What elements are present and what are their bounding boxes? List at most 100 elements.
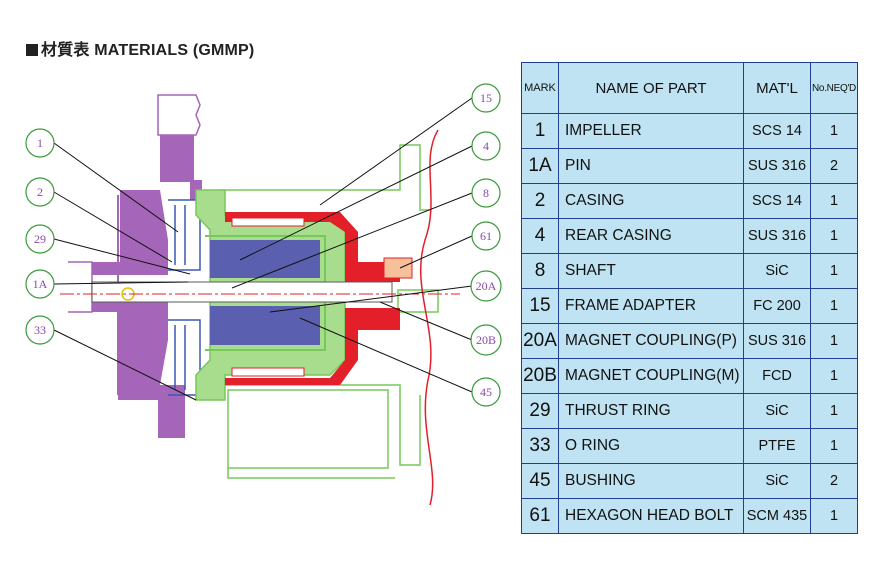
cell-material: FCD	[743, 358, 811, 394]
cell-material: SUS 316	[743, 218, 811, 254]
cell-mark: 61	[521, 498, 559, 534]
leader-lines	[53, 97, 473, 401]
cell-material: SUS 316	[743, 148, 811, 184]
callout-label: 45	[480, 385, 492, 399]
callout-45: 45	[471, 377, 501, 407]
cell-quantity: 1	[810, 288, 858, 324]
header-name: NAME OF PART	[558, 62, 744, 114]
cell-mark: 15	[521, 288, 559, 324]
cell-name: FRAME ADAPTER	[558, 288, 744, 324]
cell-quantity: 2	[810, 148, 858, 184]
cell-material: PTFE	[743, 428, 811, 464]
cell-mark: 29	[521, 393, 559, 429]
callout-2: 2	[25, 177, 55, 207]
cell-quantity: 1	[810, 498, 858, 534]
callout-4: 4	[471, 131, 501, 161]
cell-mark: 1A	[521, 148, 559, 184]
pump-cross-section-diagram: 1 2 29 1A 33 15 4 8 61 20A 20B 45	[25, 83, 502, 506]
callout-label: 61	[480, 229, 492, 243]
cell-quantity: 1	[810, 253, 858, 289]
page-title-text: 材質表 MATERIALS (GMMP)	[41, 42, 255, 59]
cell-quantity: 1	[810, 428, 858, 464]
callout-1a: 1A	[25, 269, 55, 299]
cell-material: SiC	[743, 393, 811, 429]
cell-material: FC 200	[743, 288, 811, 324]
callout-label: 1A	[33, 277, 48, 291]
cell-mark: 4	[521, 218, 559, 254]
cell-name: IMPELLER	[558, 113, 744, 149]
callout-20b: 20B	[470, 324, 502, 356]
cell-mark: 20A	[521, 323, 559, 359]
callout-label: 29	[34, 232, 46, 246]
cell-name: MAGNET COUPLING(P)	[558, 323, 744, 359]
magnet-coupling-inner-edge	[205, 235, 326, 351]
cell-mark: 2	[521, 183, 559, 219]
cell-quantity: 1	[810, 393, 858, 429]
callout-33: 33	[25, 315, 55, 345]
cell-name: THRUST RING	[558, 393, 744, 429]
page-title: 材質表 MATERIALS (GMMP)	[26, 36, 254, 60]
cell-material: SCS 14	[743, 183, 811, 219]
casing	[68, 94, 202, 438]
cell-name: PIN	[558, 148, 744, 184]
callout-label: 15	[480, 91, 492, 105]
cell-name: SHAFT	[558, 253, 744, 289]
impeller	[168, 199, 201, 396]
shaft	[91, 281, 393, 303]
callout-8: 8	[471, 178, 501, 208]
cell-material: SiC	[743, 253, 811, 289]
cell-mark: 8	[521, 253, 559, 289]
header-matl: MAT'L	[743, 62, 811, 114]
square-bullet-icon	[26, 44, 38, 56]
cell-material: SiC	[743, 463, 811, 499]
cell-name: O RING	[558, 428, 744, 464]
header-no-needed: No.NEQ'D	[810, 62, 858, 114]
callout-label: 2	[37, 185, 43, 199]
callout-20a: 20A	[470, 270, 502, 302]
callout-label: 4	[483, 139, 489, 153]
callouts: 1 2 29 1A 33 15 4 8 61 20A 20B 45	[25, 83, 502, 407]
cell-mark: 33	[521, 428, 559, 464]
cell-name: REAR CASING	[558, 218, 744, 254]
cell-mark: 1	[521, 113, 559, 149]
cell-material: SCM 435	[743, 498, 811, 534]
cell-quantity: 1	[810, 113, 858, 149]
callout-label: 20B	[476, 333, 496, 347]
callout-1: 1	[25, 128, 55, 158]
callout-label: 8	[483, 186, 489, 200]
cell-quantity: 1	[810, 218, 858, 254]
magnet-coupling-inner	[210, 240, 320, 345]
callout-label: 20A	[476, 279, 497, 293]
cell-material: SUS 316	[743, 323, 811, 359]
cell-quantity: 1	[810, 358, 858, 394]
callout-29: 29	[25, 224, 55, 254]
cell-name: BUSHING	[558, 463, 744, 499]
magnet-slots	[231, 217, 305, 377]
cell-mark: 20B	[521, 358, 559, 394]
table-header-row: MARK NAME OF PART MAT'L No.NEQ'D	[521, 62, 858, 114]
cell-quantity: 2	[810, 463, 858, 499]
cell-name: MAGNET COUPLING(M)	[558, 358, 744, 394]
break-line	[419, 129, 439, 506]
cell-quantity: 1	[810, 323, 858, 359]
callout-label: 33	[34, 323, 46, 337]
cell-name: HEXAGON HEAD BOLT	[558, 498, 744, 534]
cell-material: SCS 14	[743, 113, 811, 149]
callout-15: 15	[471, 83, 501, 113]
callout-label: 1	[37, 136, 43, 150]
cell-name: CASING	[558, 183, 744, 219]
header-mark: MARK	[521, 62, 559, 114]
